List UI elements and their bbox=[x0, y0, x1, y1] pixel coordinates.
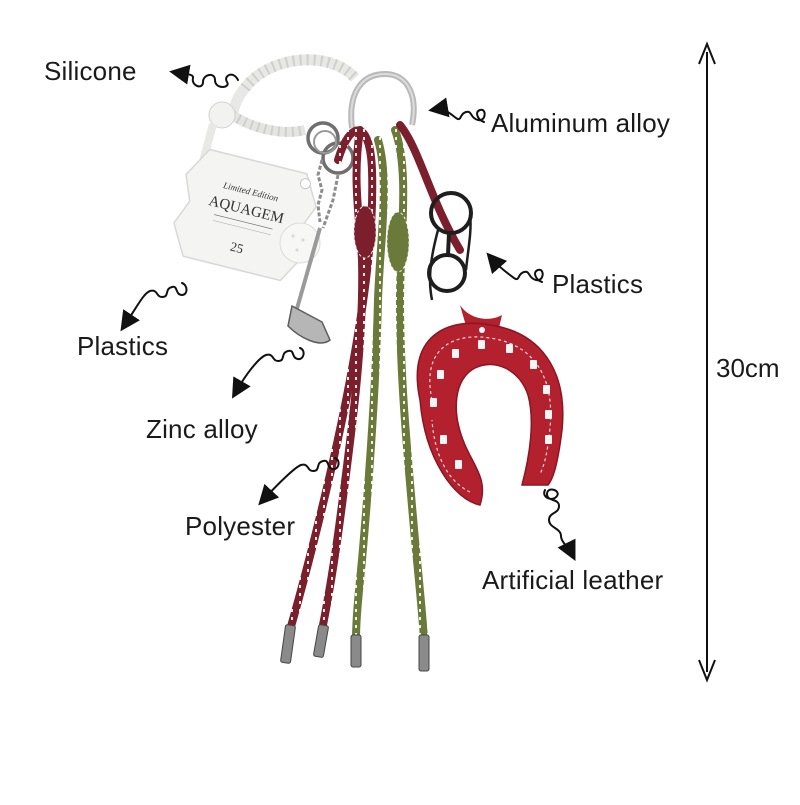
plastics-left-pointer bbox=[120, 282, 188, 332]
plastics-right-label: Plastics bbox=[552, 269, 644, 299]
zinc-pointer bbox=[231, 347, 305, 399]
aluminum-carabiner bbox=[348, 70, 417, 129]
aluminum-alloy-label: Aluminum alloy bbox=[491, 108, 671, 138]
zinc-alloy-label: Zinc alloy bbox=[146, 414, 258, 444]
polyester-cords bbox=[286, 121, 464, 644]
golf-charm bbox=[279, 159, 340, 344]
tag-number-text: 25 bbox=[229, 239, 245, 257]
polyester-pointer bbox=[258, 457, 340, 506]
silicone-label: Silicone bbox=[44, 56, 137, 86]
artificial-leather-label: Artificial leather bbox=[482, 565, 664, 595]
plastics-left-label: Plastics bbox=[77, 331, 169, 361]
silicone-loop bbox=[192, 54, 360, 190]
leather-pointer bbox=[543, 488, 576, 561]
split-rings bbox=[306, 121, 355, 175]
polyester-label: Polyester bbox=[185, 511, 296, 541]
plastic-tag: Limited Edition AQUAGEM 25 bbox=[173, 148, 317, 282]
label-pointers bbox=[120, 64, 576, 561]
cord-aglets bbox=[280, 624, 430, 672]
plastics-right-pointer bbox=[486, 252, 544, 283]
silicone-pointer bbox=[169, 64, 239, 88]
glasses-charm bbox=[427, 191, 473, 301]
aluminum-pointer bbox=[428, 97, 486, 123]
height-dimension-label: 30cm bbox=[716, 353, 780, 383]
leather-horseshoe bbox=[416, 305, 564, 506]
height-dimension-arrow bbox=[698, 41, 716, 683]
